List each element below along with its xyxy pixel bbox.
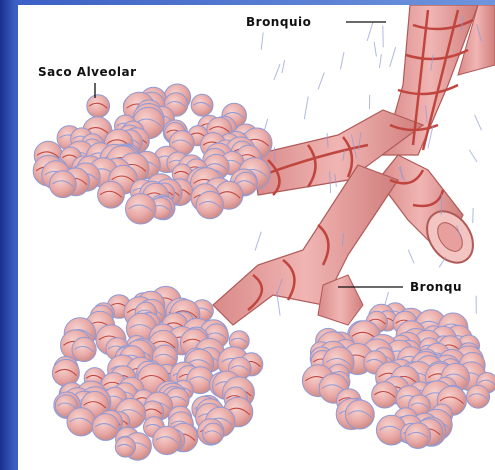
bronchus-vein bbox=[304, 96, 308, 119]
alveolus bbox=[92, 414, 119, 441]
bronchus-vein bbox=[340, 52, 344, 69]
label-saco-alveolar: Saco Alveolar bbox=[38, 65, 137, 79]
alveolus bbox=[87, 95, 110, 118]
alveolus bbox=[67, 408, 95, 436]
bronchus-vein bbox=[274, 64, 280, 80]
alveolus bbox=[345, 400, 374, 429]
alveolus bbox=[115, 437, 135, 457]
bronchus-vein bbox=[475, 115, 482, 130]
alveolus bbox=[203, 423, 224, 444]
alveolus bbox=[126, 194, 156, 224]
alveolus bbox=[153, 426, 181, 454]
illustration-panel: Bronquio Saco Alveolar Bronqu bbox=[18, 5, 495, 470]
bronchus-vein bbox=[261, 33, 263, 50]
alveolus bbox=[196, 191, 223, 218]
alveolar-sac-upper-left bbox=[33, 84, 272, 224]
label-bronquio-right: Bronqu bbox=[410, 280, 462, 294]
alveolus bbox=[49, 171, 76, 198]
alveolar-sac-lower-right bbox=[302, 303, 495, 449]
alveolus bbox=[72, 337, 96, 361]
alveolus bbox=[405, 423, 431, 449]
bronchus-vein bbox=[473, 208, 474, 223]
bronchus-vein bbox=[374, 42, 376, 57]
alveolus bbox=[52, 359, 79, 386]
bronchus-vein bbox=[390, 47, 396, 67]
bronchus-vein bbox=[318, 72, 324, 89]
bronchus-vein bbox=[282, 60, 285, 73]
alveolus bbox=[191, 94, 213, 116]
bronchus-vein bbox=[408, 250, 414, 264]
alveolus bbox=[372, 382, 398, 408]
alveolus bbox=[467, 385, 490, 408]
label-bronquio-top: Bronquio bbox=[246, 15, 311, 29]
alveolus bbox=[98, 181, 125, 208]
bronchus-vein bbox=[255, 232, 261, 251]
bronchus-vein bbox=[379, 54, 381, 68]
bronchus-vein bbox=[469, 150, 477, 162]
bronchus-vein bbox=[367, 22, 373, 41]
